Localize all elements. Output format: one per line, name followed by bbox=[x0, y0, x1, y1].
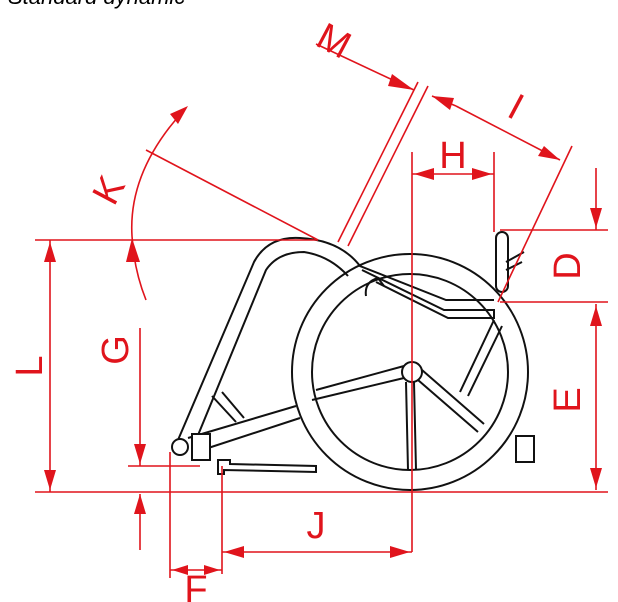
dim-K-ray bbox=[145, 149, 319, 241]
caster-fork bbox=[191, 433, 211, 461]
dimension-labels: M I H K D L G E J F bbox=[9, 15, 589, 602]
arrowhead bbox=[134, 494, 146, 514]
arrowhead bbox=[224, 546, 244, 558]
arrowhead bbox=[590, 468, 602, 488]
dim-M-line-b bbox=[347, 85, 429, 247]
front-caster bbox=[171, 438, 189, 456]
anti-tipper bbox=[515, 435, 535, 463]
rear-brace bbox=[459, 319, 503, 397]
lower-frame bbox=[187, 405, 301, 453]
wheel-spoke bbox=[405, 381, 417, 471]
dimension-lines bbox=[35, 43, 608, 578]
label-D: D bbox=[547, 252, 589, 279]
arrowhead bbox=[414, 168, 434, 180]
arrowhead bbox=[134, 444, 146, 464]
label-L: L bbox=[9, 355, 51, 376]
front-brace bbox=[211, 391, 245, 423]
arrowhead bbox=[388, 74, 414, 90]
label-H: H bbox=[439, 135, 466, 177]
backrest-frame-inner bbox=[195, 250, 349, 441]
rear-wheel-outer bbox=[291, 253, 529, 491]
wheelchair-outline bbox=[171, 231, 535, 491]
arrowhead bbox=[172, 565, 188, 575]
arrowhead bbox=[44, 470, 56, 490]
arrowhead bbox=[44, 242, 56, 262]
label-F: F bbox=[184, 569, 207, 602]
footplate bbox=[217, 459, 317, 475]
label-K: K bbox=[85, 169, 134, 211]
arrowhead bbox=[390, 546, 410, 558]
arrowhead bbox=[432, 96, 454, 110]
backrest-frame bbox=[177, 236, 494, 441]
label-E: E bbox=[547, 387, 589, 412]
arrowhead bbox=[204, 565, 220, 575]
rear-wheel-inner bbox=[311, 273, 509, 471]
dim-M-line-a bbox=[337, 81, 419, 243]
dim-I-ext bbox=[497, 145, 573, 303]
label-J: J bbox=[307, 505, 326, 547]
arrowhead bbox=[126, 238, 140, 262]
dim-K-arc bbox=[130, 107, 187, 301]
wheel-spoke bbox=[311, 365, 405, 401]
arrowhead bbox=[590, 306, 602, 326]
label-G: G bbox=[95, 335, 137, 365]
arrowhead bbox=[472, 168, 492, 180]
wheel-spoke bbox=[417, 369, 485, 433]
seat-frame bbox=[361, 269, 495, 319]
caption: Standard dynamic bbox=[8, 0, 185, 9]
seat-knob bbox=[364, 276, 385, 297]
label-I: I bbox=[501, 86, 530, 128]
arrowhead bbox=[538, 146, 560, 160]
arrowhead bbox=[590, 208, 602, 228]
arrowhead bbox=[170, 106, 188, 124]
